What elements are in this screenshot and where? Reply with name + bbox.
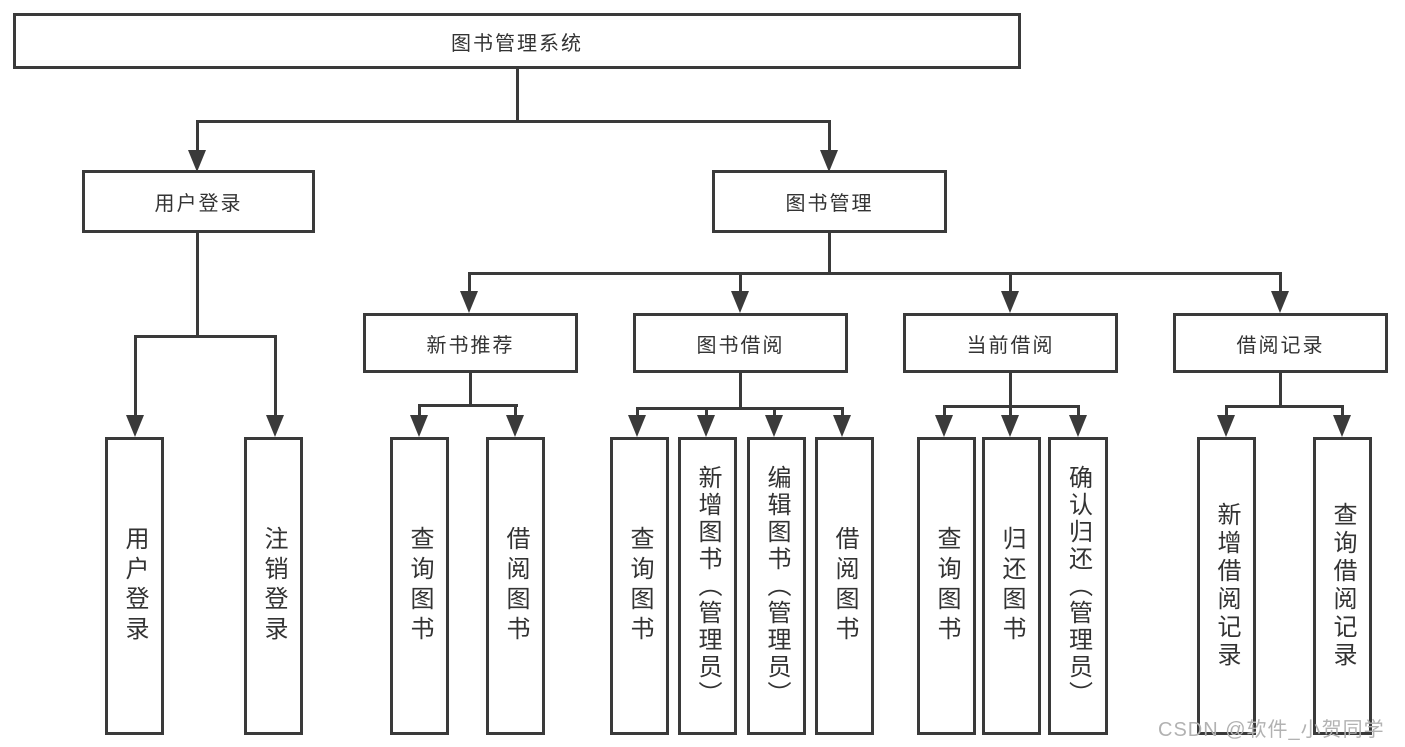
connector-arrow-shaft — [828, 120, 831, 152]
leaf-borrow-books-recommend: 借阅图书 — [486, 437, 545, 735]
leaf-label: 新增图书（管理员） — [694, 464, 721, 708]
connector-arrow-shaft — [1009, 272, 1012, 293]
leaf-label: 编辑图书（管理员） — [763, 464, 790, 708]
connector-book-mgmt-bar — [468, 272, 1282, 275]
leaf-add-books-admin: 新增图书（管理员） — [678, 437, 737, 735]
connector-book-borrow-stem — [739, 371, 742, 409]
leaf-borrow-books: 借阅图书 — [815, 437, 874, 735]
arrow-down-icon — [1217, 415, 1235, 437]
csdn-watermark: CSDN @软件_小贺同学 — [1158, 719, 1385, 741]
leaf-label: 查询借阅记录 — [1329, 502, 1356, 670]
leaf-label: 确认归还（管理员） — [1064, 464, 1092, 708]
node-borrow-records: 借阅记录 — [1173, 313, 1388, 373]
connector-user-login-bar — [134, 335, 277, 338]
leaf-confirm-return-admin: 确认归还（管理员） — [1048, 437, 1108, 735]
arrow-down-icon — [731, 291, 749, 313]
leaf-label: 新增借阅记录 — [1213, 502, 1240, 670]
connector-user-login-stem — [196, 231, 199, 337]
connector-arrow-shaft — [636, 407, 639, 417]
connector-arrow-shaft — [274, 335, 277, 417]
root-node-library-system: 图书管理系统 — [13, 13, 1021, 69]
arrow-down-icon — [765, 415, 783, 437]
node-book-management: 图书管理 — [712, 170, 947, 233]
leaf-label: 查询图书 — [406, 526, 433, 646]
arrow-down-icon — [697, 415, 715, 437]
arrow-down-icon — [628, 415, 646, 437]
connector-arrow-shaft — [514, 404, 517, 417]
leaf-query-books-recommend: 查询图书 — [390, 437, 449, 735]
arrow-down-icon — [126, 415, 144, 437]
leaf-query-books-borrow: 查询图书 — [610, 437, 669, 735]
connector-arrow-shaft — [705, 407, 708, 417]
connector-borrow-record-stem — [1279, 371, 1282, 407]
leaf-user-login: 用户登录 — [105, 437, 164, 735]
connector-arrow-shaft — [418, 404, 421, 417]
arrow-down-icon — [833, 415, 851, 437]
leaf-label: 借阅图书 — [831, 526, 858, 646]
arrow-down-icon — [1333, 415, 1351, 437]
leaf-return-books: 归还图书 — [982, 437, 1041, 735]
leaf-query-books-current: 查询图书 — [917, 437, 976, 735]
connector-root-bar — [196, 120, 831, 123]
leaf-edit-books-admin: 编辑图书（管理员） — [747, 437, 806, 735]
node-new-book-recommend: 新书推荐 — [363, 313, 578, 373]
leaf-label: 查询图书 — [933, 526, 960, 646]
connector-arrow-shaft — [1077, 405, 1080, 417]
leaf-logout: 注销登录 — [244, 437, 303, 735]
connector-new-book-bar — [418, 404, 518, 407]
connector-arrow-shaft — [1009, 405, 1012, 417]
connector-arrow-shaft — [1341, 405, 1344, 417]
leaf-label: 用户登录 — [121, 526, 148, 646]
node-book-borrow: 图书借阅 — [633, 313, 848, 373]
connector-arrow-shaft — [943, 405, 946, 417]
leaf-label: 借阅图书 — [502, 526, 529, 646]
connector-book-mgmt-stem — [828, 231, 831, 274]
connector-arrow-shaft — [468, 272, 471, 293]
connector-borrow-record-bar — [1225, 405, 1344, 408]
connector-arrow-shaft — [134, 335, 137, 417]
connector-root-stem — [516, 69, 519, 122]
connector-arrow-shaft — [1279, 272, 1282, 293]
arrow-down-icon — [1069, 415, 1087, 437]
connector-book-borrow-bar — [636, 407, 844, 410]
arrow-down-icon — [410, 415, 428, 437]
leaf-query-borrow-record: 查询借阅记录 — [1313, 437, 1372, 735]
node-current-borrow: 当前借阅 — [903, 313, 1118, 373]
arrow-down-icon — [266, 415, 284, 437]
connector-current-borrow-stem — [1009, 371, 1012, 407]
arrow-down-icon — [1271, 291, 1289, 313]
connector-arrow-shaft — [773, 407, 776, 417]
leaf-add-borrow-record: 新增借阅记录 — [1197, 437, 1256, 735]
connector-arrow-shaft — [1225, 405, 1228, 417]
leaf-label: 注销登录 — [260, 526, 287, 646]
leaf-label: 查询图书 — [626, 526, 653, 646]
arrow-down-icon — [1001, 415, 1019, 437]
arrow-down-icon — [820, 150, 838, 172]
node-user-login: 用户登录 — [82, 170, 315, 233]
arrow-down-icon — [1001, 291, 1019, 313]
arrow-down-icon — [935, 415, 953, 437]
leaf-label: 归还图书 — [998, 526, 1025, 646]
connector-arrow-shaft — [841, 407, 844, 417]
connector-new-book-stem — [469, 371, 472, 406]
connector-arrow-shaft — [739, 272, 742, 293]
arrow-down-icon — [460, 291, 478, 313]
arrow-down-icon — [506, 415, 524, 437]
arrow-down-icon — [188, 150, 206, 172]
connector-arrow-shaft — [196, 120, 199, 152]
